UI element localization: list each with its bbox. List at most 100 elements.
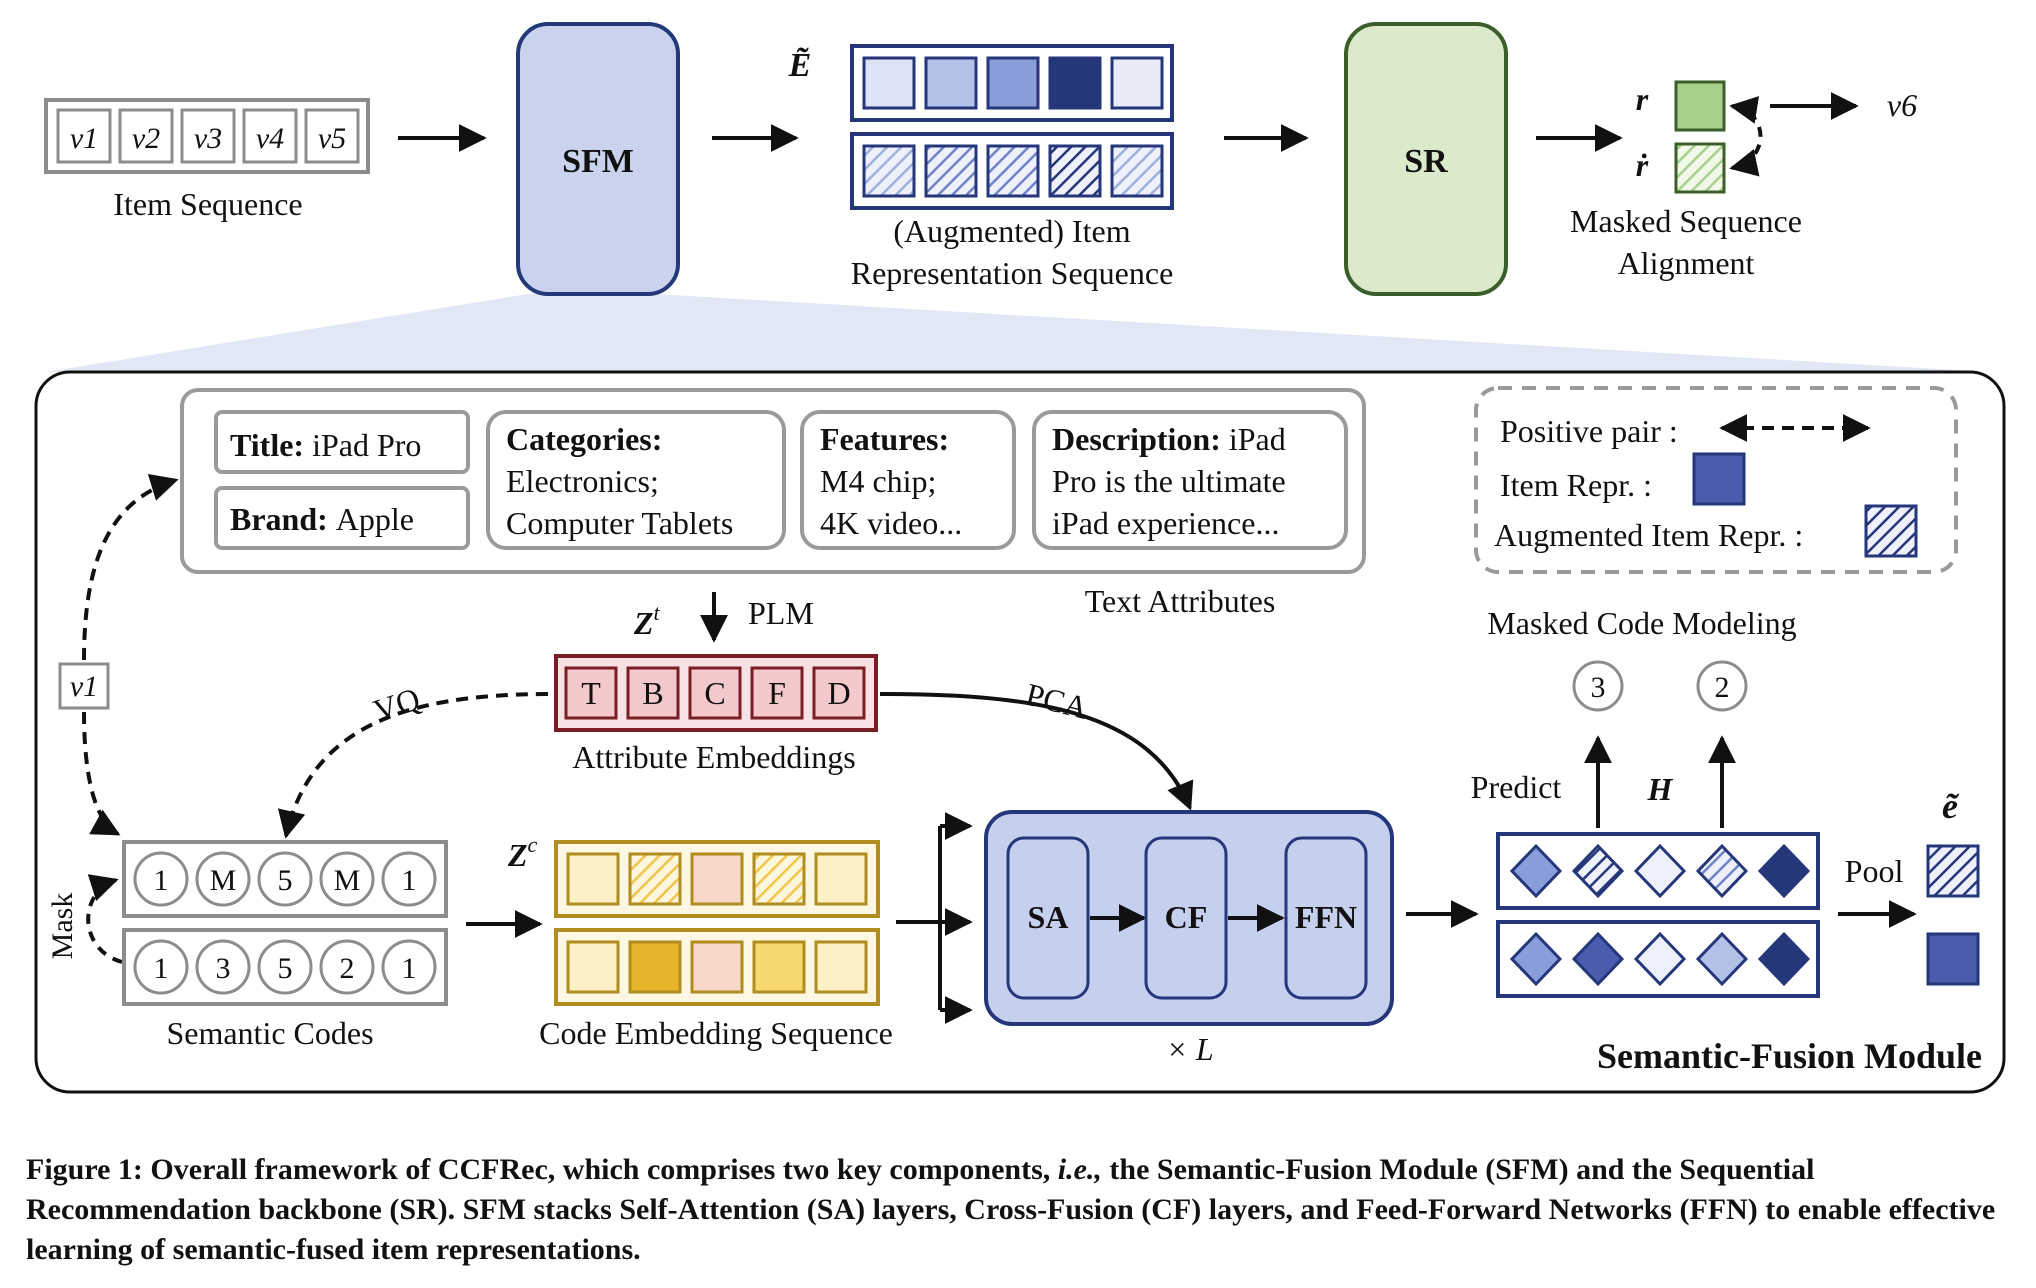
attr-description-line3: iPad experience... — [1052, 505, 1279, 541]
code-emb-cell — [566, 940, 620, 994]
attr-categories-line2: Electronics; — [506, 463, 659, 499]
zt-label: Zt — [633, 600, 661, 641]
code-circle — [195, 939, 251, 995]
hidden-masked-sequence — [1496, 832, 1820, 910]
attr-description-box — [1032, 410, 1348, 550]
alignment-line1: Masked Sequence — [1570, 203, 1802, 239]
attr-brand-box — [214, 486, 470, 550]
legend-aug-item-repr: Augmented Item Repr. : — [1494, 517, 1803, 553]
attr-features-key: Features: — [820, 421, 949, 457]
hidden-diamond — [1695, 843, 1749, 899]
code-circle — [133, 939, 189, 995]
predicted-code: 2 — [1715, 671, 1730, 704]
attr-token-box — [688, 666, 742, 720]
text-attributes-label: Text Attributes — [1085, 583, 1276, 619]
pooled-aug-repr — [1926, 844, 1980, 898]
code: 5 — [278, 952, 293, 985]
sr-block — [1344, 22, 1508, 296]
hidden-diamond — [1633, 843, 1687, 899]
item-sequence: v1 v2 v3 v4 v5 Item Sequence — [44, 98, 370, 222]
caption-ie: i.e., — [1057, 1153, 1102, 1186]
code: 3 — [216, 952, 231, 985]
code-emb-cell — [628, 852, 682, 906]
r-dot-output-box — [1674, 142, 1726, 194]
attr-token: C — [704, 675, 725, 711]
sfm-zoom-fan — [46, 294, 1990, 372]
aug-repr-cell — [862, 144, 916, 198]
v1-label: v1 — [70, 670, 98, 703]
attr-token: D — [827, 675, 850, 711]
hidden-diamond — [1633, 931, 1687, 987]
repr-cell — [986, 56, 1040, 110]
v1-dashed-arrow-up — [82, 473, 179, 661]
pca-arrow — [879, 692, 1194, 811]
predicted-code: 3 — [1591, 671, 1606, 704]
code-embedding-sequence — [554, 928, 880, 1006]
augmented-repr-sequence — [850, 132, 1174, 210]
ffn-label: FFN — [1295, 899, 1357, 935]
mcm-label: Masked Code Modeling — [1487, 605, 1796, 641]
aug-repr-cell — [1110, 144, 1164, 198]
item-sequence-cells — [56, 108, 360, 164]
code-circle — [319, 851, 375, 907]
zc-label: Zc — [507, 832, 538, 873]
hidden-diamond — [1509, 843, 1563, 899]
attr-categories-key: Categories: — [506, 421, 662, 457]
code-emb-cell — [814, 940, 868, 994]
cf-block — [1144, 836, 1228, 1000]
code-emb-cell — [690, 940, 744, 994]
r-label: r — [1636, 81, 1649, 117]
attr-token-box — [626, 666, 680, 720]
legend-item-repr: Item Repr. : — [1500, 467, 1652, 503]
code-emb-cell — [628, 940, 682, 994]
masked-code: 5 — [278, 864, 293, 897]
attr-categories-box — [486, 410, 786, 550]
attr-features-line2: M4 chip; — [820, 463, 936, 499]
h-label: H — [1647, 771, 1674, 807]
hidden-diamond — [1757, 931, 1811, 987]
attr-description-line2: Pro is the ultimate — [1052, 463, 1286, 499]
repr-cell — [862, 56, 916, 110]
legend-item-repr-swatch — [1692, 452, 1746, 506]
attr-token: B — [642, 675, 663, 711]
semantic-codes-label: Semantic Codes — [166, 1015, 373, 1051]
predict-label: Predict — [1471, 769, 1562, 805]
code: 1 — [402, 952, 417, 985]
masked-code: M — [210, 864, 237, 897]
mask-label: Mask — [46, 893, 79, 960]
masked-code-embedding-sequence — [554, 840, 880, 918]
attr-token: T — [581, 675, 601, 711]
code-circle — [133, 851, 189, 907]
aug-repr-cell — [1048, 144, 1102, 198]
masked-code-sequence: 1 M 5 M 1 — [122, 840, 448, 918]
item-v4: v4 — [256, 122, 284, 155]
alignment-line2: Alignment — [1618, 245, 1755, 281]
repr-cell — [924, 56, 978, 110]
attr-description-line1: Description:iPad — [1052, 421, 1286, 457]
predicted-code-circle — [1572, 660, 1624, 712]
repr-label-line2: Representation Sequence — [851, 255, 1174, 291]
legend-aug-item-repr-swatch — [1864, 504, 1918, 558]
repr-cell — [1048, 56, 1102, 110]
sr-label: SR — [1404, 143, 1448, 180]
masked-code: 1 — [402, 864, 417, 897]
attr-token-box — [812, 666, 866, 720]
code-circle — [381, 851, 437, 907]
item-v2: v2 — [132, 122, 160, 155]
hidden-diamond — [1695, 931, 1749, 987]
aug-repr-cell — [986, 144, 1040, 198]
r-output-box — [1674, 80, 1726, 132]
item-v3: v3 — [194, 122, 222, 155]
module-title: Semantic-Fusion Module — [1597, 1036, 1982, 1076]
hidden-diamond — [1509, 931, 1563, 987]
sfm-block — [516, 22, 680, 296]
attr-title: Title:iPad Pro — [230, 427, 421, 463]
attr-title-box — [214, 410, 470, 474]
plm-label: PLM — [748, 595, 814, 631]
hidden-diamond — [1571, 843, 1625, 899]
alignment-dashed-arrow — [1729, 96, 1763, 177]
code-circle — [195, 851, 251, 907]
attr-brand: Brand:Apple — [230, 501, 414, 537]
legend-positive-pair: Positive pair : — [1500, 413, 1678, 449]
e-small-tilde-label: ẽ — [1942, 786, 1960, 826]
